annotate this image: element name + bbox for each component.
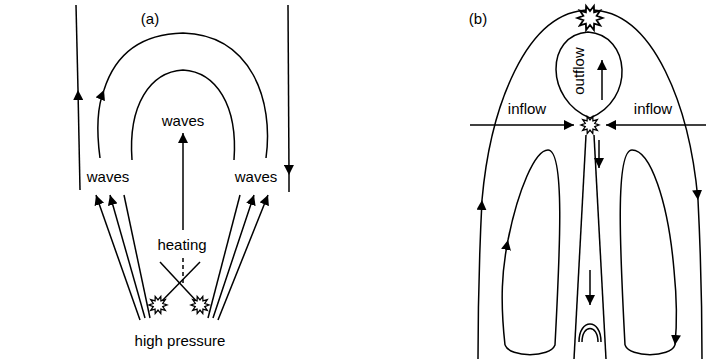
wave-arrow — [182, 133, 184, 230]
explosion-symbol — [191, 296, 209, 313]
explosion-symbol — [149, 296, 167, 313]
downflow-arrow — [598, 140, 600, 168]
inflow-arrow — [470, 124, 574, 126]
field-line — [160, 262, 200, 305]
heating-label: heating — [156, 236, 207, 253]
wave-label: waves — [161, 112, 206, 129]
field-loop — [502, 240, 508, 345]
field-line — [698, 200, 702, 359]
field-line — [482, 10, 698, 200]
field-loop — [505, 150, 560, 355]
field-line — [218, 195, 268, 320]
explosion-symbol — [581, 116, 599, 133]
field-line — [76, 5, 78, 90]
field-loop — [104, 33, 268, 158]
wave-label: waves — [234, 168, 279, 185]
field-line — [478, 200, 482, 359]
loop-top — [582, 329, 598, 343]
field-loop — [620, 150, 674, 345]
field-line — [288, 5, 289, 175]
field-loop — [625, 345, 675, 355]
field-line — [78, 90, 80, 190]
field-line — [213, 195, 254, 318]
field-line — [96, 195, 140, 320]
plasmoid-loop — [556, 32, 622, 118]
inflow-arrow — [606, 124, 706, 126]
loop-top — [579, 324, 601, 342]
pressure-label: high pressure — [134, 332, 227, 349]
field-line — [208, 195, 240, 318]
field-loop — [674, 270, 676, 345]
inflow-label: inflow — [507, 100, 547, 117]
inflow-label: inflow — [633, 100, 673, 117]
panel-label: (b) — [468, 10, 488, 27]
panel-b-field — [470, 10, 706, 359]
outflow-label: outflow — [570, 46, 587, 96]
heating-path — [182, 258, 184, 283]
explosion-symbol — [577, 6, 602, 30]
outflow-arrow — [601, 60, 603, 100]
field-line — [124, 195, 150, 318]
panel-label: (a) — [140, 10, 160, 27]
downflow-arrow — [589, 270, 591, 305]
field-line — [158, 262, 200, 305]
wave-label: waves — [86, 168, 131, 185]
field-loop — [98, 90, 104, 158]
panel-a-field — [76, 5, 289, 320]
field-line — [288, 175, 290, 192]
